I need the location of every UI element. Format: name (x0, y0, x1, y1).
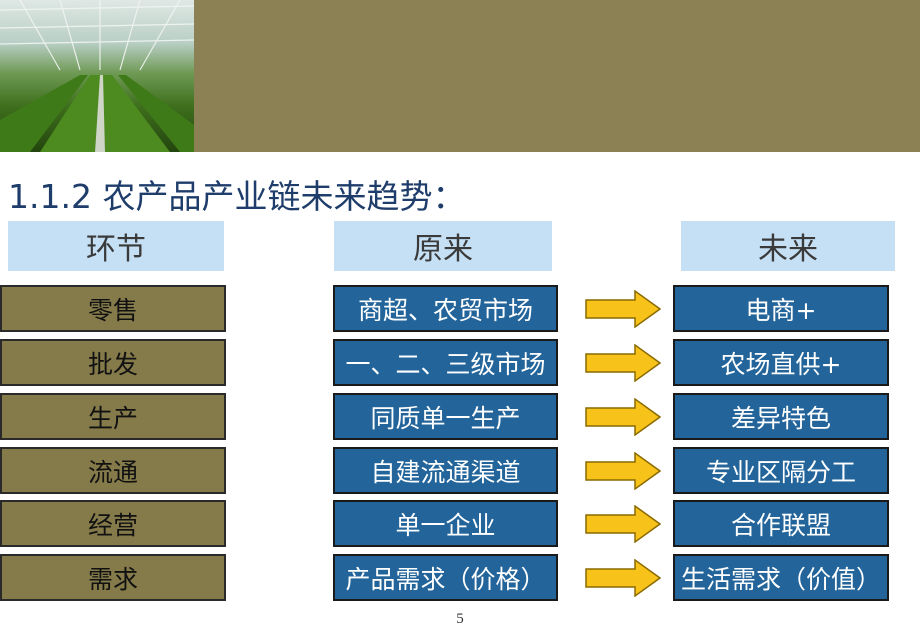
header-stage: 环节 (8, 221, 224, 271)
future-cell: 电商+ (673, 285, 889, 332)
right-arrow-icon (585, 344, 661, 382)
stage-cell: 经营 (0, 500, 226, 547)
right-arrow-icon (585, 452, 661, 490)
original-cell: 一、二、三级市场 (333, 339, 558, 386)
original-cell: 同质单一生产 (333, 393, 558, 440)
header-future: 未来 (681, 221, 895, 271)
original-cell: 产品需求（价格） (333, 554, 558, 601)
future-cell: 专业区隔分工 (673, 447, 889, 494)
slide-title: 1.1.2 农产品产业链未来趋势： (8, 177, 466, 216)
right-arrow-icon (585, 290, 661, 328)
right-arrow-icon (585, 398, 661, 436)
original-cell: 单一企业 (333, 500, 558, 547)
future-cell: 差异特色 (673, 393, 889, 440)
original-cell: 商超、农贸市场 (333, 285, 558, 332)
original-cell: 自建流通渠道 (333, 447, 558, 494)
stage-cell: 零售 (0, 285, 226, 332)
greenhouse-photo (0, 0, 194, 152)
header-original: 原来 (334, 221, 552, 271)
stage-cell: 流通 (0, 447, 226, 494)
stage-cell: 需求 (0, 554, 226, 601)
future-cell: 生活需求（价值） (673, 554, 889, 601)
page-number: 5 (456, 611, 464, 627)
future-cell: 合作联盟 (673, 500, 889, 547)
future-cell: 农场直供+ (673, 339, 889, 386)
stage-cell: 批发 (0, 339, 226, 386)
right-arrow-icon (585, 559, 661, 597)
right-arrow-icon (585, 505, 661, 543)
stage-cell: 生产 (0, 393, 226, 440)
